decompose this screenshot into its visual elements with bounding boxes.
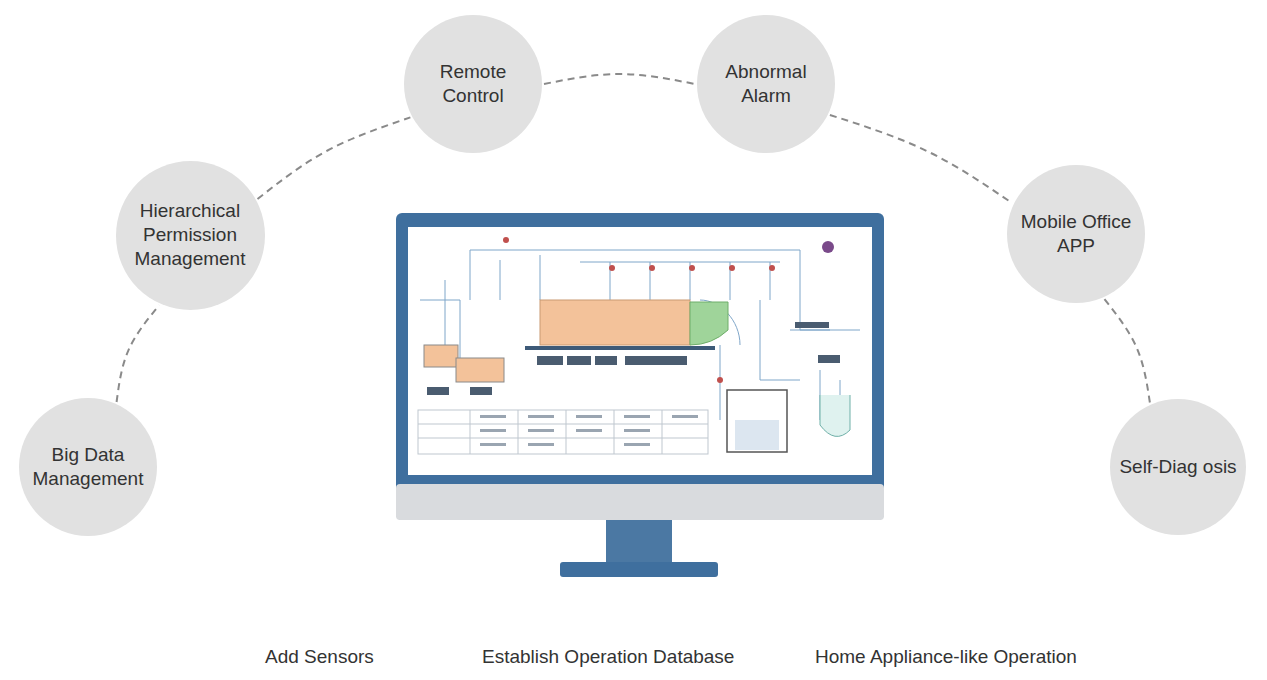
feature-label: Abnormal Alarm [707,60,825,108]
sump-tank [456,358,504,382]
reaction-tank [540,300,690,345]
feature-label: Mobile Office APP [1017,210,1135,258]
pipe-bar [525,346,715,350]
screen-buttons [427,322,840,395]
dashed-connector [544,74,695,84]
dashed-connector [830,115,1012,203]
feature-circle: Self-Diag osis [1110,399,1246,535]
circle-fill [116,161,265,310]
feature-circle: Remote Control [404,15,542,153]
feature-label: Big Data Management [29,443,147,491]
monitor-base [560,562,718,577]
circle-fill [19,398,157,536]
monitor-bezel [396,213,884,520]
screen-table-marks [480,415,698,446]
screen-table [418,410,708,454]
circle-fill [1110,399,1246,535]
feature-circle: Abnormal Alarm [697,15,835,153]
clarifier-tank [727,390,787,452]
feature-caption: Home Appliance-like Operation [815,646,1077,668]
screen-circles [503,237,834,383]
feature-label: Hierarchical Permission Management [131,199,249,271]
circle-fill [1007,165,1145,303]
feature-label: Remote Control [414,60,532,108]
monitor-chin [396,484,884,520]
circle-shape [404,15,542,153]
dashed-connector [257,117,410,199]
circle-fill [404,15,542,153]
clarifier-water [735,420,779,450]
circle-fill [697,15,835,153]
feature-circle: Big Data Management [19,398,157,536]
filter-vessel [820,395,850,436]
circle-shape [697,15,835,153]
feature-circle: Hierarchical Permission Management [116,161,265,310]
scada-schematic [420,250,860,430]
circle-shape [19,398,157,536]
sump-tank [424,345,458,367]
dashed-connector [117,305,160,402]
feature-caption: Add Sensors [265,646,374,668]
feature-label: Self-Diag osis [1119,455,1237,479]
feature-caption: Establish Operation Database [482,646,734,668]
feature-circle: Mobile Office APP [1007,165,1145,303]
monitor-neck [606,520,672,564]
dashed-connector [1104,299,1149,403]
circle-shape [1007,165,1145,303]
settling-tank [690,302,728,345]
monitor-screen [408,227,872,475]
